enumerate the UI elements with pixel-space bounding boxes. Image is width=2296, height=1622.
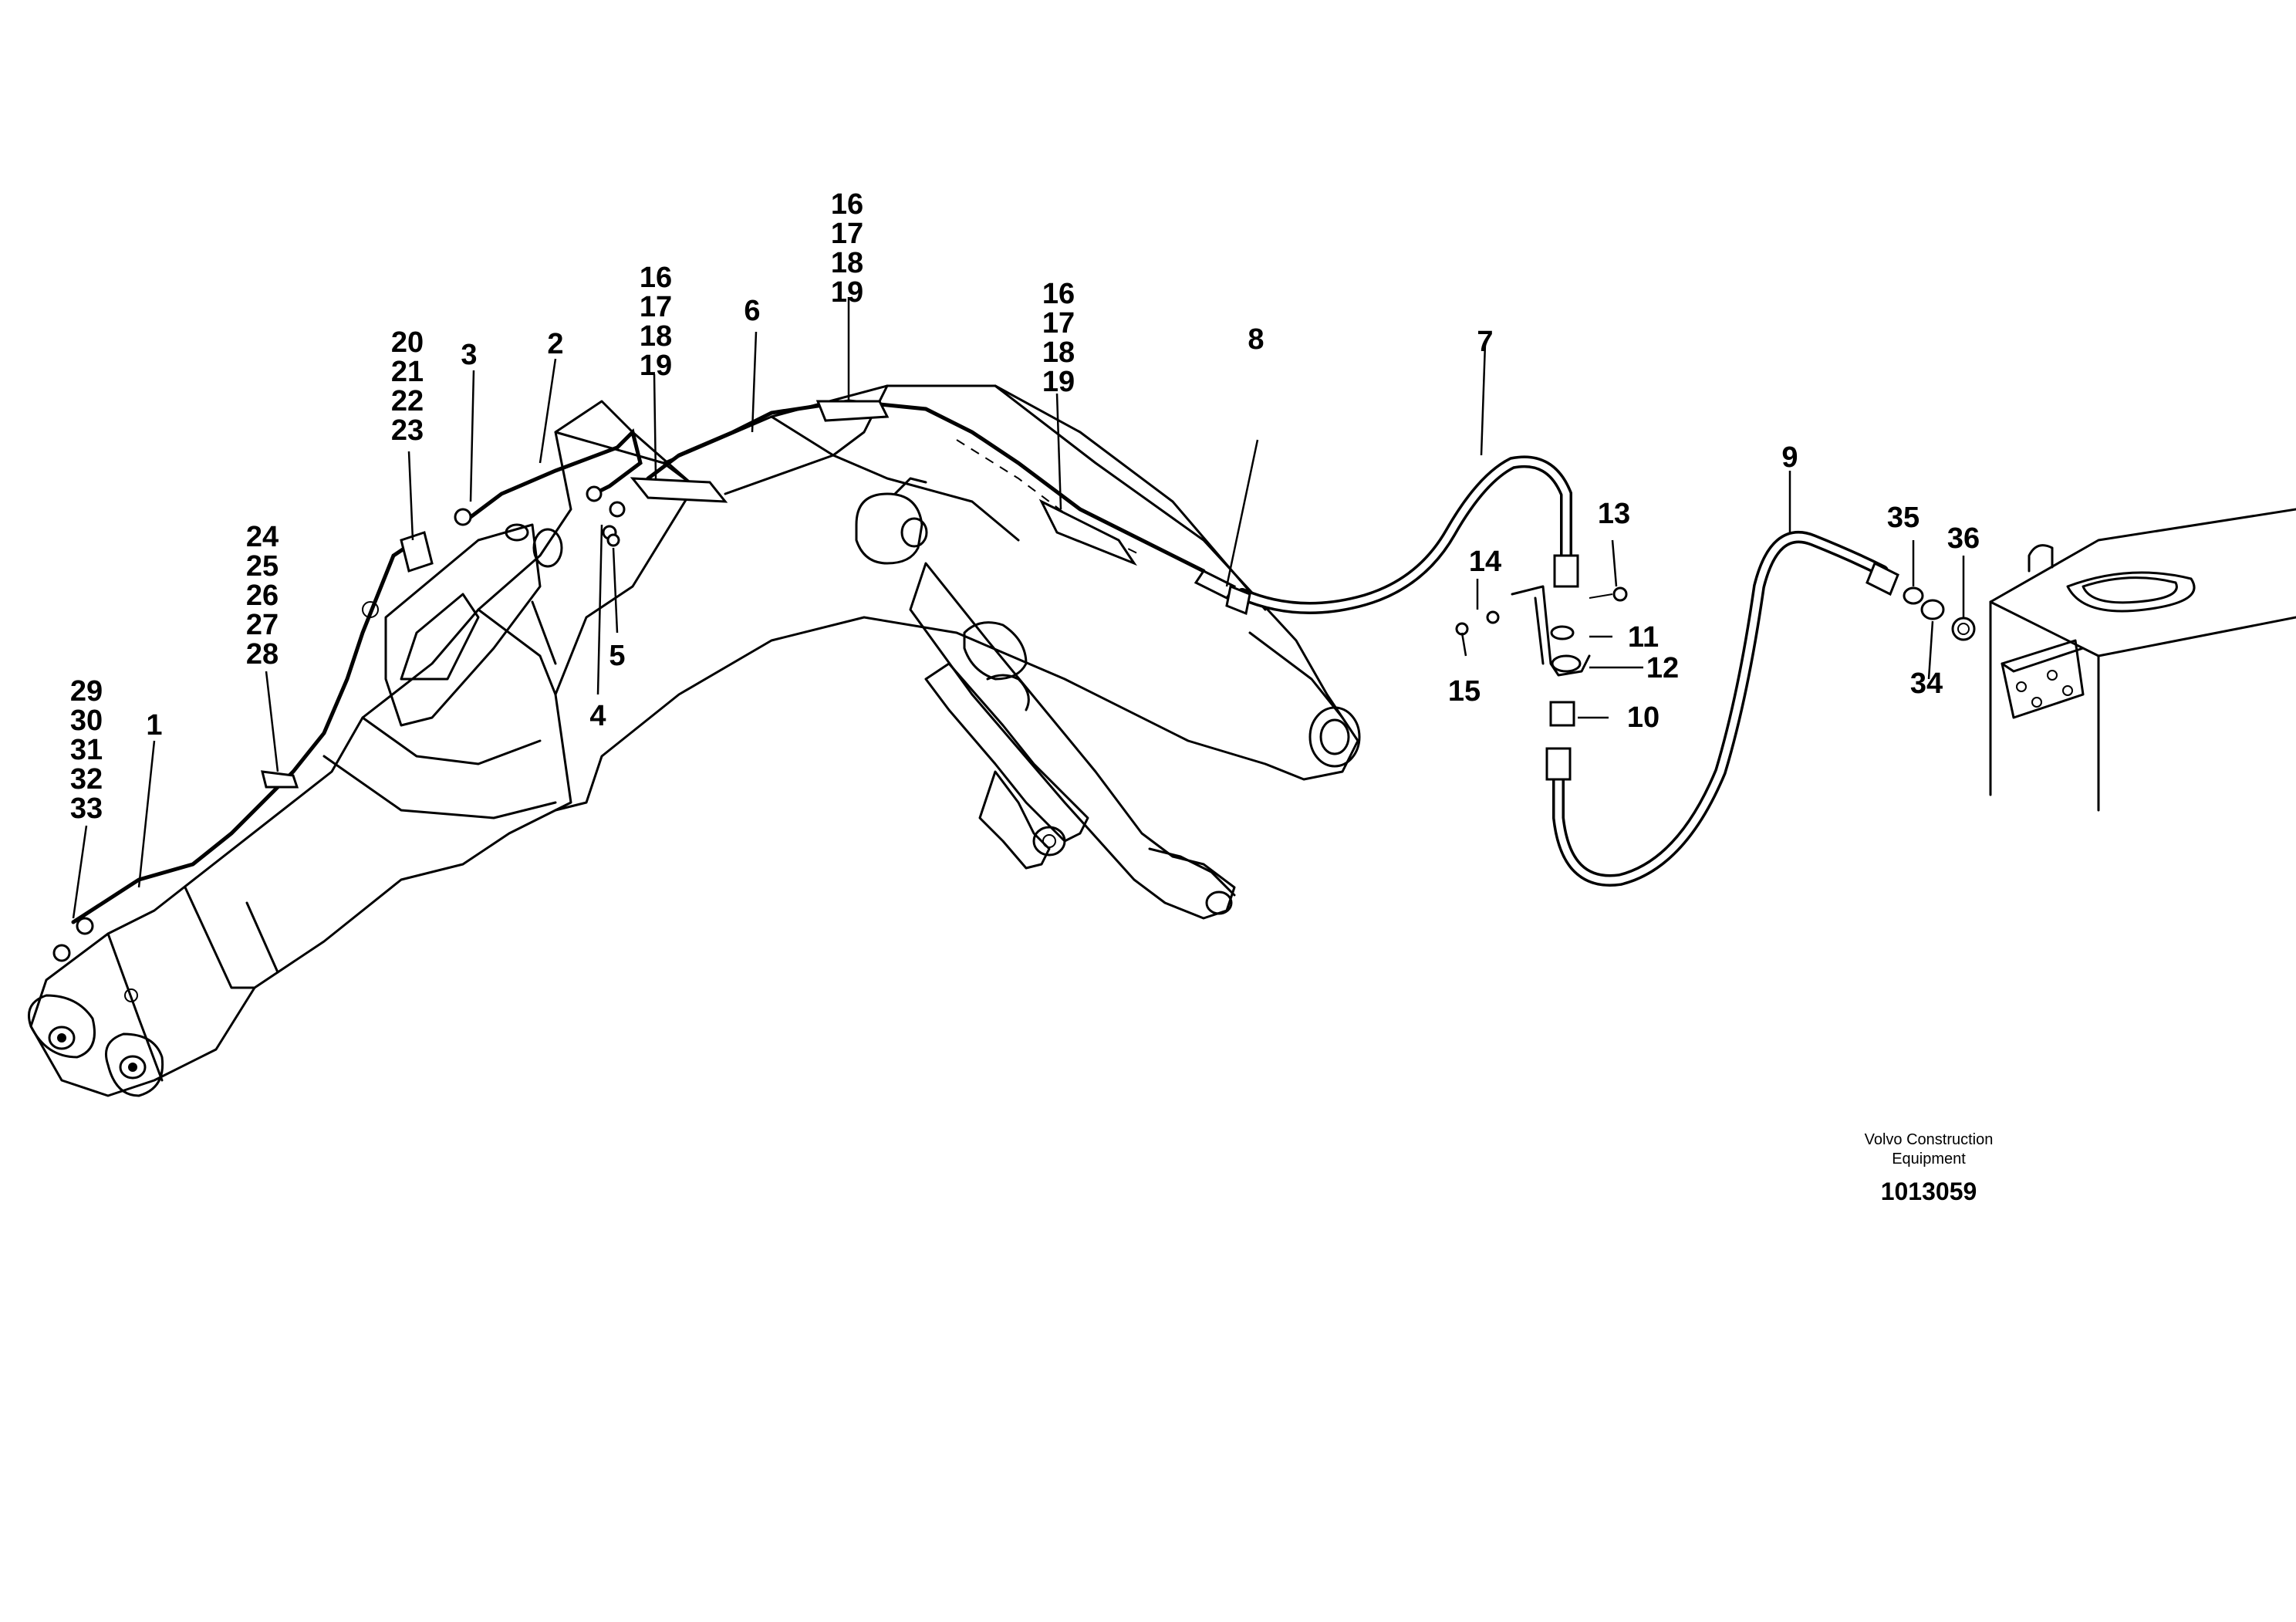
- svg-text:18: 18: [831, 247, 863, 279]
- callout-stack-16-19-left: 16 17 18 19: [640, 262, 672, 382]
- callout-2: 2: [547, 328, 563, 360]
- callout-34: 34: [1910, 667, 1943, 700]
- callout-9: 9: [1781, 441, 1798, 474]
- callout-8: 8: [1248, 323, 1264, 356]
- callout-6: 6: [744, 295, 760, 327]
- callout-12: 12: [1646, 652, 1679, 684]
- svg-text:33: 33: [70, 792, 103, 825]
- footer-company: Volvo Construction: [1865, 1131, 1994, 1148]
- callout-4: 4: [589, 700, 606, 732]
- svg-text:24: 24: [246, 521, 279, 553]
- svg-text:29: 29: [70, 675, 103, 708]
- svg-text:22: 22: [391, 385, 424, 417]
- svg-text:18: 18: [640, 320, 672, 353]
- drawing-footer: Volvo Construction Equipment 1013059: [1865, 1131, 1994, 1205]
- svg-text:20: 20: [391, 326, 424, 359]
- callout-stack-16-19-right: 16 17 18 19: [1042, 278, 1075, 398]
- svg-text:19: 19: [1042, 366, 1075, 398]
- svg-text:30: 30: [70, 705, 103, 737]
- callout-15: 15: [1448, 675, 1481, 708]
- svg-text:18: 18: [1042, 336, 1075, 369]
- svg-text:25: 25: [246, 550, 279, 583]
- svg-text:16: 16: [640, 262, 672, 294]
- callout-stack-20-23: 20 21 22 23: [391, 326, 424, 447]
- callout-36: 36: [1947, 522, 1980, 555]
- svg-text:17: 17: [1042, 307, 1075, 340]
- callout-3: 3: [461, 339, 477, 371]
- boom-cylinders: [909, 562, 1236, 920]
- svg-text:31: 31: [70, 734, 103, 766]
- svg-text:16: 16: [831, 188, 863, 221]
- svg-text:17: 17: [640, 291, 672, 323]
- callout-11: 11: [1628, 621, 1659, 654]
- svg-text:26: 26: [246, 580, 279, 612]
- drawing-number: 1013059: [1881, 1178, 1977, 1205]
- callout-10: 10: [1627, 701, 1660, 734]
- callout-7: 7: [1477, 326, 1493, 358]
- svg-text:23: 23: [391, 414, 424, 447]
- svg-text:27: 27: [246, 609, 279, 641]
- svg-text:19: 19: [640, 350, 672, 382]
- footer-company-line2: Equipment: [1892, 1151, 1966, 1168]
- arm-assembly: [28, 400, 696, 1097]
- callout-stack-24-28: 24 25 26 27 28: [246, 521, 279, 671]
- clamp-fittings: [1455, 585, 1628, 727]
- svg-text:19: 19: [831, 276, 863, 309]
- hydraulic-lines: [52, 399, 1237, 962]
- svg-text:21: 21: [391, 356, 424, 388]
- hose-9: [1545, 531, 1899, 887]
- hose-7: [1225, 455, 1579, 616]
- callout-stack-29-33: 29 30 31 32 33: [70, 675, 103, 825]
- callout-14: 14: [1469, 546, 1501, 578]
- callout-stack-16-19-center: 16 17 18 19: [831, 188, 863, 309]
- svg-text:28: 28: [246, 638, 279, 671]
- svg-text:16: 16: [1042, 278, 1075, 310]
- leader-lines: [72, 297, 1965, 919]
- callout-labels: 1 2 3 4 5 6 7 8 9 10 11 12 13 14 15 34 3…: [70, 188, 1980, 825]
- callout-35: 35: [1887, 502, 1920, 534]
- callout-13: 13: [1598, 498, 1630, 530]
- callout-5: 5: [609, 640, 625, 672]
- svg-text:17: 17: [831, 218, 863, 250]
- tank-assembly: [1903, 508, 2296, 812]
- svg-text:32: 32: [70, 763, 103, 796]
- callout-1: 1: [146, 709, 162, 742]
